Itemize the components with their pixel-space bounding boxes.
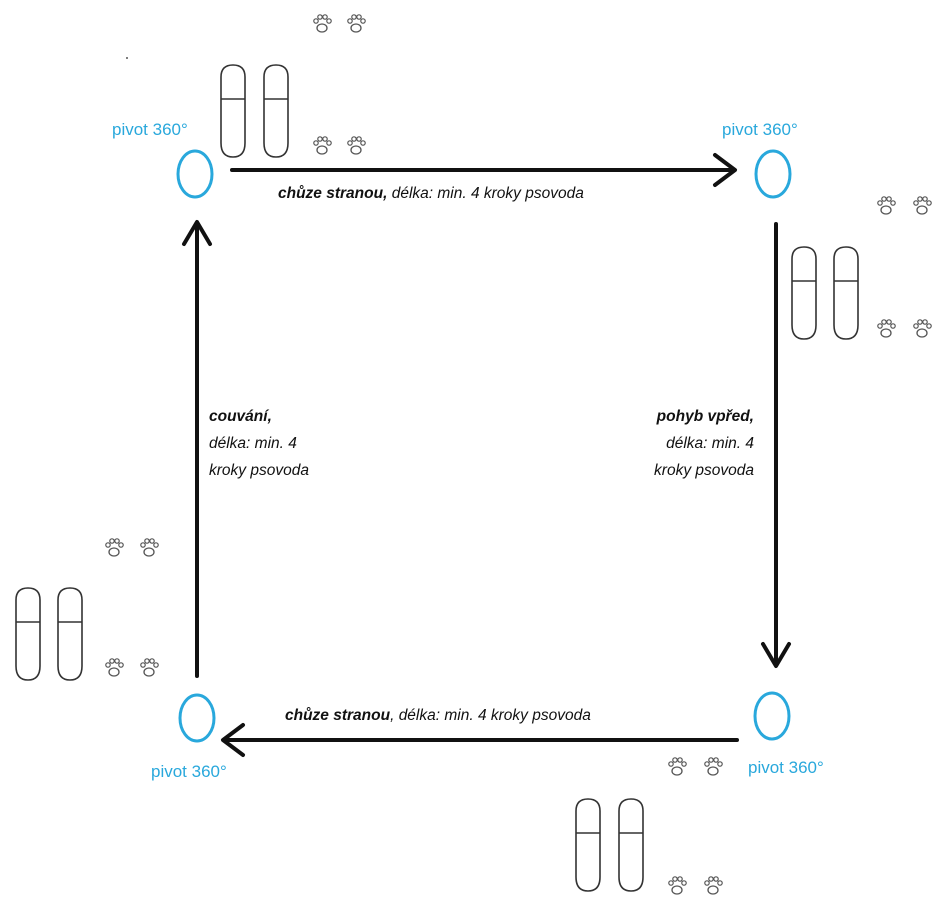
edge-label-top: chůze stranou, délka: min. 4 kroky psovo…	[278, 185, 584, 203]
edge-label-left-bold: couvání,	[209, 408, 272, 425]
edge-label-left-line2: délka: min. 4	[209, 435, 297, 452]
arrow-bottom	[221, 723, 739, 757]
shoe-print-icon-top-left	[220, 64, 289, 158]
pivot-circle-icon-bottom-left	[178, 693, 216, 743]
pivot-label-bottom-left: pivot 360°	[151, 762, 227, 781]
edge-label-top-rest: délka: min. 4 kroky psovoda	[387, 185, 584, 202]
edge-label-right-line3: kroky psovoda	[654, 462, 754, 479]
arrow-top	[230, 153, 737, 187]
pivot-label-top-left: pivot 360°	[112, 120, 188, 139]
pivot-label-bottom-right: pivot 360°	[748, 758, 824, 777]
edge-label-top-bold: chůze stranou,	[278, 185, 388, 202]
arrow-right	[761, 222, 791, 668]
pivot-circle-icon-top-right	[754, 149, 792, 199]
edge-label-bottom: chůze stranou, délka: min. 4 kroky psovo…	[285, 707, 591, 725]
pivot-circle-icon-bottom-right	[753, 691, 791, 741]
edge-label-left: couvání, délka: min. 4 kroky psovoda	[209, 403, 309, 484]
edge-label-bottom-rest: , délka: min. 4 kroky psovoda	[390, 707, 591, 724]
shoe-print-icon-bottom	[575, 798, 644, 892]
shoe-print-icon-right	[791, 246, 859, 340]
arrow-left	[182, 220, 212, 678]
pivot-circle-icon-top-left	[176, 149, 214, 199]
edge-label-left-line3: kroky psovoda	[209, 462, 309, 479]
edge-label-right-bold: pohyb vpřed,	[656, 408, 754, 425]
edge-label-right-line2: délka: min. 4	[666, 435, 754, 452]
edge-label-right: pohyb vpřed, délka: min. 4 kroky psovoda	[600, 403, 754, 484]
shoe-print-icon-left	[15, 587, 83, 681]
pivot-label-top-right: pivot 360°	[722, 120, 798, 139]
edge-label-bottom-bold: chůze stranou	[285, 707, 391, 724]
stray-dot	[126, 57, 128, 59]
